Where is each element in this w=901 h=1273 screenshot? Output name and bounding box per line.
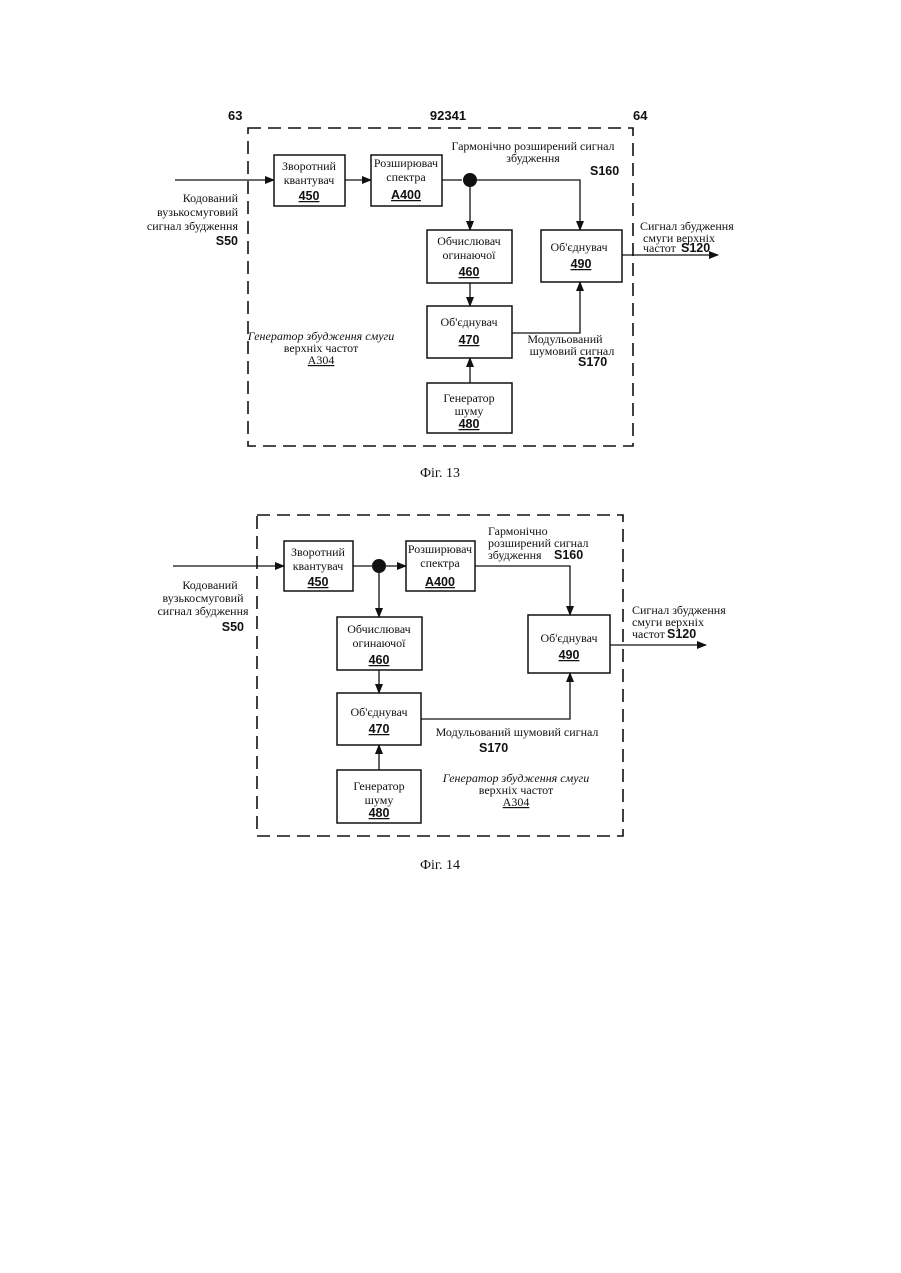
svg-text:шуму: шуму bbox=[365, 793, 394, 807]
svg-text:Об'єднувач: Об'єднувач bbox=[551, 240, 608, 254]
svg-text:460: 460 bbox=[369, 653, 390, 667]
svg-text:Генератор: Генератор bbox=[443, 391, 494, 405]
svg-text:S160: S160 bbox=[554, 548, 583, 562]
svg-text:Зворотний: Зворотний bbox=[291, 545, 346, 559]
left-page-number: 63 bbox=[228, 108, 242, 123]
figure-14-caption: Фіг. 14 bbox=[420, 858, 460, 873]
generator-label: Генератор збудження смуги верхніх частот… bbox=[442, 771, 589, 809]
modulated-noise-arrow bbox=[421, 673, 570, 719]
svg-text:450: 450 bbox=[299, 189, 320, 203]
modulated-noise-label: Модульований шумовий сигнал S170 bbox=[527, 332, 614, 369]
noise-generator-block: Генератор шуму 480 bbox=[337, 770, 421, 823]
harmonic-signal-label: Гармонічно розширений сигнал збудження S… bbox=[488, 524, 589, 562]
svg-text:частот: частот bbox=[632, 627, 666, 641]
svg-text:A304: A304 bbox=[503, 795, 530, 809]
svg-text:A400: A400 bbox=[391, 188, 421, 202]
svg-text:квантувач: квантувач bbox=[284, 173, 335, 187]
svg-text:сигнал збудження: сигнал збудження bbox=[147, 219, 239, 233]
input-signal-label: Кодований вузькосмуговий сигнал збудженн… bbox=[157, 578, 249, 634]
svg-text:Обчислювач: Обчислювач bbox=[437, 234, 500, 248]
svg-text:S160: S160 bbox=[590, 164, 619, 178]
svg-text:Обчислювач: Обчислювач bbox=[347, 622, 410, 636]
svg-text:S50: S50 bbox=[222, 620, 244, 634]
spectrum-extender-block: Розширювач спектра A400 bbox=[371, 155, 442, 206]
figure-13-caption: Фіг. 13 bbox=[420, 466, 460, 481]
output-combiner-block: Об'єднувач 490 bbox=[541, 230, 622, 282]
svg-text:S50: S50 bbox=[216, 234, 238, 248]
figure-14: Зворотний квантувач 450 Розширювач спект… bbox=[157, 515, 726, 873]
svg-text:огинаючої: огинаючої bbox=[353, 636, 407, 650]
junction-dot bbox=[463, 173, 477, 187]
svg-text:470: 470 bbox=[459, 333, 480, 347]
svg-text:спектра: спектра bbox=[386, 170, 426, 184]
svg-text:490: 490 bbox=[559, 648, 580, 662]
spectrum-extender-block: Розширювач спектра A400 bbox=[406, 541, 475, 591]
junction-dot bbox=[372, 559, 386, 573]
svg-text:470: 470 bbox=[369, 722, 390, 736]
svg-text:Зворотний: Зворотний bbox=[282, 159, 337, 173]
svg-text:Об'єднувач: Об'єднувач bbox=[441, 315, 498, 329]
svg-text:S170: S170 bbox=[578, 355, 607, 369]
envelope-calculator-block: Обчислювач огинаючої 460 bbox=[337, 617, 422, 670]
noise-combiner-block: Об'єднувач 470 bbox=[427, 306, 512, 358]
svg-text:збудження: збудження bbox=[506, 151, 560, 165]
output-combiner-block: Об'єднувач 490 bbox=[528, 615, 610, 673]
envelope-calculator-block: Обчислювач огинаючої 460 bbox=[427, 230, 512, 283]
svg-text:450: 450 bbox=[308, 575, 329, 589]
figure-13: Зворотний квантувач 450 Розширювач спект… bbox=[147, 128, 734, 481]
output-signal-label: Сигнал збудження смуги верхніх частот S1… bbox=[640, 219, 734, 255]
svg-text:480: 480 bbox=[369, 806, 390, 820]
svg-text:огинаючої: огинаючої bbox=[443, 248, 497, 262]
noise-combiner-block: Об'єднувач 470 bbox=[337, 693, 421, 745]
svg-text:Кодований: Кодований bbox=[183, 191, 239, 205]
harmonic-to-combiner-arrow bbox=[477, 180, 580, 230]
dequantizer-block: Зворотний квантувач 450 bbox=[274, 155, 345, 206]
svg-text:460: 460 bbox=[459, 265, 480, 279]
svg-text:S170: S170 bbox=[479, 741, 508, 755]
svg-text:A304: A304 bbox=[308, 353, 335, 367]
noise-generator-block: Генератор шуму 480 bbox=[427, 383, 512, 433]
generator-label: Генератор збудження смуги верхніх частот… bbox=[247, 329, 394, 367]
svg-text:вузькосмуговий: вузькосмуговий bbox=[162, 591, 244, 605]
input-signal-label: Кодований вузькосмуговий сигнал збудженн… bbox=[147, 191, 239, 248]
modulated-noise-label: Модульований шумовий сигнал S170 bbox=[436, 725, 599, 755]
svg-text:Генератор: Генератор bbox=[353, 779, 404, 793]
svg-text:Кодований: Кодований bbox=[182, 578, 238, 592]
svg-text:S120: S120 bbox=[681, 241, 710, 255]
right-page-number: 64 bbox=[633, 108, 648, 123]
svg-text:A400: A400 bbox=[425, 575, 455, 589]
svg-text:S120: S120 bbox=[667, 627, 696, 641]
svg-text:Об'єднувач: Об'єднувач bbox=[541, 631, 598, 645]
svg-text:сигнал збудження: сигнал збудження bbox=[157, 604, 249, 618]
patent-number: 92341 bbox=[430, 108, 466, 123]
svg-text:480: 480 bbox=[459, 417, 480, 431]
svg-text:вузькосмуговий: вузькосмуговий bbox=[157, 205, 239, 219]
modulated-noise-arrow bbox=[512, 282, 580, 333]
svg-text:частот: частот bbox=[643, 241, 677, 255]
output-signal-label: Сигнал збудження смуги верхніх частот S1… bbox=[632, 603, 726, 641]
svg-text:збудження: збудження bbox=[488, 548, 542, 562]
dequantizer-block: Зворотний квантувач 450 bbox=[284, 541, 353, 591]
harmonic-signal-label: Гармонічно розширений сигнал збудження S… bbox=[451, 139, 619, 178]
svg-text:Модульований шумовий сигнал: Модульований шумовий сигнал bbox=[436, 725, 599, 739]
svg-text:Розширювач: Розширювач bbox=[374, 156, 438, 170]
svg-text:спектра: спектра bbox=[420, 556, 460, 570]
svg-text:490: 490 bbox=[571, 257, 592, 271]
harmonic-to-combiner-arrow bbox=[475, 566, 570, 615]
svg-text:квантувач: квантувач bbox=[293, 559, 344, 573]
svg-text:шуму: шуму bbox=[455, 404, 484, 418]
svg-text:Розширювач: Розширювач bbox=[408, 542, 472, 556]
svg-text:Об'єднувач: Об'єднувач bbox=[351, 705, 408, 719]
